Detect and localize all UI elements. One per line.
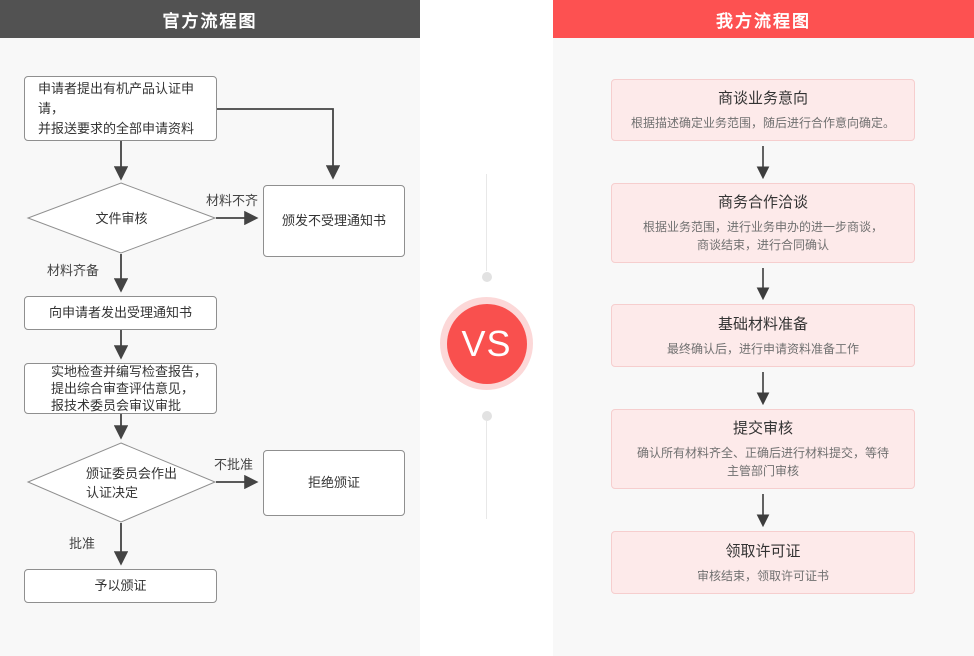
official-panel-header: 官方流程图: [0, 0, 420, 38]
step-title: 商务合作洽谈: [717, 194, 808, 211]
step-card-obtain-license: 领取许可证 审核结束，领取许可证书: [611, 531, 915, 594]
step-desc-line1: 确认所有材料齐全、正确后进行材料提交，等待: [636, 446, 889, 460]
edge-label-approved: 批准: [69, 536, 96, 551]
committee-diamond: [26, 442, 217, 523]
edge-label-complete: 材料齐备: [47, 263, 100, 278]
reject-notice-text: 颁发不受理通知书: [281, 213, 386, 228]
our-panel-title: 我方流程图: [716, 11, 811, 31]
divider-dot-top: [481, 272, 492, 282]
our-panel-header: 我方流程图: [553, 0, 974, 38]
step-card-business-intent: 商谈业务意向 根据描述确定业务范围，随后进行合作意向确定。: [611, 79, 915, 141]
refuse-text: 拒绝颁证: [307, 475, 360, 490]
step-desc-line2: 主管部门审核: [726, 464, 799, 478]
step-desc: 根据业务范围，进行业务申办的进一步商谈， 商谈结束，进行合同确认: [643, 218, 883, 254]
step-desc: 确认所有材料齐全、正确后进行材料提交，等待 主管部门审核: [637, 444, 889, 480]
edge-label-incomplete: 材料不齐: [206, 193, 259, 208]
step-desc-line1: 根据业务范围，进行业务申办的进一步商谈，: [642, 220, 883, 234]
step-desc: 根据描述确定业务范围，随后进行合作意向确定。: [630, 116, 895, 130]
flow-node-apply-line1: 申请者提出有机产品认证申请，: [38, 80, 195, 116]
step-connectors-graphic: [756, 146, 770, 528]
doc-review-diamond: [26, 182, 217, 254]
flow-node-inspection-line2: 提出综合审查评估意见，: [51, 381, 195, 396]
flow-node-inspection-line1: 实地检查并编写检查报告，: [51, 364, 208, 379]
step-title: 领取许可证: [725, 542, 801, 560]
step-desc: 最终确认后，进行申请资料准备工作: [666, 341, 859, 356]
vs-badge: VS: [446, 303, 527, 384]
flow-node-reject-notice: 颁发不受理通知书: [263, 185, 405, 257]
vs-label: VS: [461, 322, 512, 364]
divider-line-bottom: [486, 421, 487, 519]
flow-node-accept-notice: 向申请者发出受理通知书: [24, 296, 217, 330]
flow-node-refuse: 拒绝颁证: [263, 450, 405, 516]
flow-node-apply-line2: 并报送要求的全部申请资料: [38, 120, 195, 136]
accept-notice-text: 向申请者发出受理通知书: [48, 305, 192, 320]
step-card-material-preparation: 基础材料准备 最终确认后，进行申请资料准备工作: [611, 304, 915, 367]
flow-node-grant: 予以颁证: [24, 569, 217, 603]
committee-line1: 颁证委员会作出: [86, 465, 178, 481]
step-title: 商谈业务意向: [717, 90, 808, 107]
step-desc-line2: 商谈结束，进行合同确认: [696, 238, 829, 252]
divider-dot-bottom: [481, 411, 492, 421]
grant-text: 予以颁证: [94, 578, 147, 593]
vs-divider: VS: [420, 0, 553, 656]
official-panel-title: 官方流程图: [162, 11, 258, 31]
official-flowchart-panel: 官方流程图: [0, 0, 420, 656]
connector-apply-to-reject-notice: [217, 108, 341, 180]
flow-node-apply: 申请者提出有机产品认证申请， 并报送要求的全部申请资料: [24, 76, 217, 141]
step-card-cooperation-talks: 商务合作洽谈 根据业务范围，进行业务申办的进一步商谈， 商谈结束，进行合同确认: [611, 183, 915, 263]
committee-line2: 认证决定: [86, 484, 139, 500]
doc-review-text: 文件审核: [95, 210, 148, 226]
flow-node-inspection: 实地检查并编写检查报告， 提出综合审查评估意见， 报技术委员会审议审批: [24, 363, 217, 414]
our-flowchart-panel: 我方流程图 商谈业务意向 根据描述确定业务范围，随后进行合作意向确定。 商务合作…: [553, 0, 974, 656]
flow-node-committee-label: 颁证委员会作出 认证决定: [28, 443, 215, 522]
divider-line-top: [486, 174, 487, 271]
flow-node-doc-review-label: 文件审核: [28, 183, 215, 253]
step-title: 提交审核: [732, 420, 793, 437]
vs-badge-ring: VS: [440, 297, 533, 390]
flow-connectors-graphic: [26, 108, 341, 566]
edge-label-not-approved: 不批准: [214, 457, 254, 472]
step-desc: 审核结束，领取许可证书: [696, 568, 829, 583]
step-card-submit-review: 提交审核 确认所有材料齐全、正确后进行材料提交，等待 主管部门审核: [611, 409, 915, 489]
step-title: 基础材料准备: [717, 315, 808, 333]
flow-node-inspection-line3: 报技术委员会审议审批: [51, 398, 182, 413]
